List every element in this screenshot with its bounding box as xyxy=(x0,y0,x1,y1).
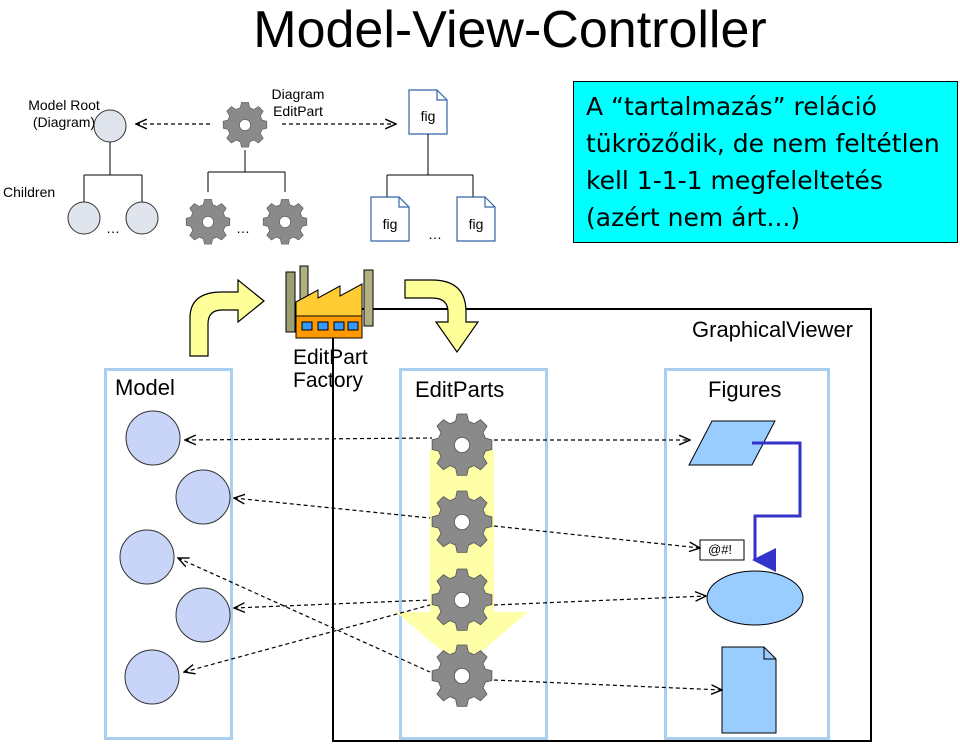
model-child-circle-2 xyxy=(125,201,159,235)
note-text: A “tartalmazás” reláció tükröződik, de n… xyxy=(586,92,940,232)
graphical-viewer-heading: GraphicalViewer xyxy=(692,317,854,342)
model-tree-lines xyxy=(83,142,143,202)
page-title: Model-View-Controller xyxy=(253,1,767,59)
link-editpart2-figure2 xyxy=(493,525,700,548)
model-circle-1 xyxy=(125,410,181,466)
figures-column xyxy=(664,368,830,740)
children-label: Children xyxy=(3,184,56,200)
link-model5-editpart3 xyxy=(184,604,431,672)
editparts-flow-arrow xyxy=(396,450,528,668)
model-column xyxy=(104,368,233,740)
ellipsis-fig-children: … xyxy=(428,226,442,242)
ellipsis-model-children: … xyxy=(106,220,120,236)
diagram-editpart-gear-icon xyxy=(222,102,268,148)
factory-label-line1: EditPart xyxy=(293,346,368,369)
model-root-label-line2: (Diagram) xyxy=(32,114,96,130)
model-root-circle xyxy=(93,109,127,143)
editpart-gear-icon-2 xyxy=(431,490,493,553)
figure-parallelogram xyxy=(688,420,776,466)
editpart-child-gear-icon-1 xyxy=(185,199,231,245)
ellipsis-editpart-children: … xyxy=(236,220,250,236)
factory-label-line2: Factory xyxy=(293,369,364,392)
model-root-label: Model Root (Diagram) xyxy=(26,97,102,131)
figure-connector xyxy=(752,441,802,572)
graphical-viewer-frame xyxy=(332,308,872,742)
factory-to-editparts-arrow xyxy=(404,279,480,354)
model-circle-2 xyxy=(175,469,231,525)
editparts-column xyxy=(399,368,548,740)
link-model2-editpart2 xyxy=(234,498,431,519)
editpart-gear-icon-3 xyxy=(431,568,493,631)
editpart-gear-icon-1 xyxy=(431,413,493,476)
model-to-factory-arrow xyxy=(189,278,265,357)
fig-child-label-1: fig xyxy=(382,216,398,232)
fig-root-label: fig xyxy=(420,108,436,124)
model-circle-4 xyxy=(175,587,231,643)
editpart-gear-icon-4 xyxy=(431,644,493,707)
link-model1-editpart1 xyxy=(185,438,433,440)
link-editpart3-figure3 xyxy=(493,596,706,606)
figure-ellipse xyxy=(706,570,804,626)
diagram-editpart-line2: EditPart xyxy=(273,103,323,119)
note-box: A “tartalmazás” reláció tükröződik, de n… xyxy=(573,81,958,243)
figure-document-icon xyxy=(721,646,777,734)
model-circle-3 xyxy=(119,529,175,585)
model-circle-5 xyxy=(124,649,180,705)
editpart-tree-lines xyxy=(207,150,286,192)
fig-tree-lines xyxy=(386,134,474,197)
factory-icon xyxy=(285,265,374,339)
diagram-editpart-label: Diagram EditPart xyxy=(258,86,338,120)
editparts-heading: EditParts xyxy=(415,377,505,402)
link-editpart4-figure4 xyxy=(493,679,722,690)
link-model4-editpart3 xyxy=(234,599,431,608)
editpart-child-gear-icon-2 xyxy=(262,199,308,245)
factory-label: EditPart Factory xyxy=(293,346,368,392)
diagram-editpart-line1: Diagram xyxy=(271,86,325,102)
model-child-circle-1 xyxy=(67,201,101,235)
model-root-label-line1: Model Root xyxy=(28,97,100,113)
fig-child-label-2: fig xyxy=(468,216,484,232)
model-heading: Model xyxy=(115,375,175,400)
figure-label-text: @#! xyxy=(708,542,733,557)
figures-heading: Figures xyxy=(708,377,782,402)
